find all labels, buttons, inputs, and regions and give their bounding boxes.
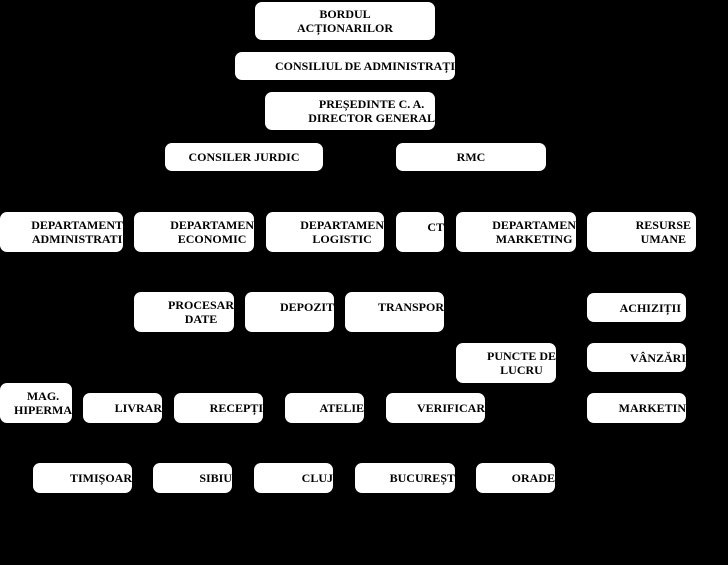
- node-label: CONSILER JURDIC: [188, 150, 300, 164]
- node-label: RMC: [456, 150, 486, 164]
- node-depozit: DEPOZIT: [245, 292, 334, 332]
- node-departament-marketing: DEPARTAMEN MARKETING: [456, 212, 576, 252]
- node-presedinte: PREȘEDINTE C. A. DIRECTOR GENERAL: [265, 92, 435, 130]
- node-magazin-hipermarket: MAG. HIPERMA: [0, 383, 72, 423]
- node-atelier: ATELIE: [285, 393, 364, 423]
- node-label: VERIFICAR: [416, 401, 485, 415]
- node-departament-economic: DEPARTAMEN ECONOMIC: [134, 212, 254, 252]
- node-label: SIBIU: [199, 471, 232, 485]
- node-resurse-umane: RESURSE UMANE: [587, 212, 696, 252]
- node-label: DEPARTAMENT ADMINISTRATI: [31, 218, 123, 246]
- node-puncte-de-lucru: PUNCTE DE LUCRU: [456, 343, 556, 383]
- node-label: TIMIȘOAR: [69, 471, 132, 485]
- node-cluj: CLUJ: [254, 463, 333, 493]
- node-label: TRANSPOR: [377, 300, 444, 314]
- node-consiler-juridic: CONSILER JURDIC: [165, 143, 323, 171]
- node-sibiu: SIBIU: [153, 463, 232, 493]
- node-label: DEPARTAMEN LOGISTIC: [300, 218, 384, 246]
- node-label: DEPARTAMEN MARKETING: [492, 218, 576, 246]
- node-label: CLUJ: [301, 471, 333, 485]
- node-timisoara: TIMIȘOAR: [33, 463, 132, 493]
- node-rmc: RMC: [396, 143, 546, 171]
- node-label: PREȘEDINTE C. A. DIRECTOR GENERAL: [308, 97, 435, 125]
- node-label: MARKETIN: [618, 401, 686, 415]
- node-label: BORDUL ACȚIONARILOR: [296, 7, 393, 35]
- node-receptie: RECEPȚI: [174, 393, 263, 423]
- node-label: ORADE: [511, 471, 555, 485]
- node-departament-logistic: DEPARTAMEN LOGISTIC: [266, 212, 384, 252]
- node-ct: CT: [396, 212, 444, 252]
- node-label: PROCESAR DATE: [167, 298, 234, 326]
- node-label: BUCUREȘT: [389, 471, 455, 485]
- node-label: RESURSE UMANE: [635, 218, 691, 246]
- node-transport: TRANSPOR: [345, 292, 444, 332]
- node-marketing: MARKETIN: [587, 393, 686, 423]
- node-vanzari: VÂNZĂRI: [587, 343, 686, 372]
- node-bordul-actionarilor: BORDUL ACȚIONARILOR: [255, 2, 435, 40]
- node-label: ATELIE: [319, 401, 364, 415]
- node-livrari: LIVRAR: [83, 393, 162, 423]
- node-consiliul-administratie: CONSILIUL DE ADMINISTRAȚI: [235, 52, 455, 80]
- node-label: PUNCTE DE LUCRU: [486, 349, 556, 377]
- node-oradea: ORADE: [476, 463, 555, 493]
- node-label: DEPARTAMEN ECONOMIC: [170, 218, 254, 246]
- node-label: CT: [427, 220, 444, 234]
- node-departament-administrativ: DEPARTAMENT ADMINISTRATI: [0, 212, 123, 252]
- node-label: DEPOZIT: [279, 300, 334, 314]
- node-label: LIVRAR: [114, 401, 162, 415]
- node-label: VÂNZĂRI: [629, 350, 686, 365]
- node-procesare-date: PROCESAR DATE: [134, 292, 234, 332]
- node-label: CONSILIUL DE ADMINISTRAȚI: [274, 59, 455, 73]
- node-label: MAG. HIPERMA: [14, 389, 72, 417]
- node-achizitii: ACHIZIȚII: [587, 293, 686, 322]
- node-verificare: VERIFICAR: [386, 393, 485, 423]
- node-label: ACHIZIȚII: [619, 300, 681, 315]
- node-label: RECEPȚI: [209, 401, 263, 415]
- node-bucuresti: BUCUREȘT: [355, 463, 455, 493]
